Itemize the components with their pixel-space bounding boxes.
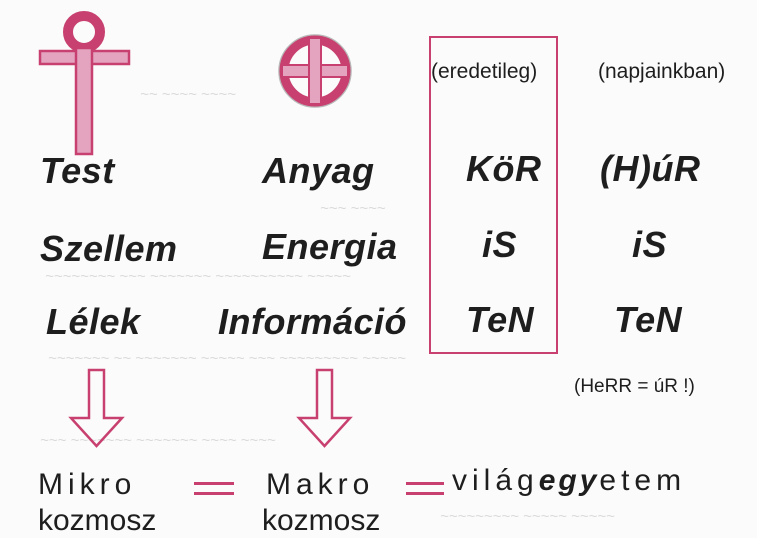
word-kor: KöR	[466, 148, 542, 189]
original-column-box	[429, 36, 558, 354]
bleed-through-text: ~~~ ~~~~	[320, 200, 386, 217]
mikro-word: Mikro	[38, 468, 137, 501]
word-energia: Energia	[262, 226, 398, 267]
word-is-nowadays: iS	[632, 224, 668, 265]
word-test: Test	[40, 150, 115, 191]
makro-word: Makro	[266, 468, 375, 501]
herr-note: (HeRR = úR !)	[574, 376, 695, 397]
etem-part: etem	[599, 464, 687, 497]
ankh-icon	[38, 11, 131, 156]
mikro-kozmosz: kozmosz	[38, 504, 157, 537]
bleed-through-text: ~~~~~~~~~ ~~~~~ ~~~~~	[440, 508, 615, 525]
word-is-original: iS	[482, 224, 518, 265]
egy-part: egy	[538, 464, 600, 497]
vilagegyetem-word: világegyetem	[452, 464, 686, 498]
word-lelek: Lélek	[46, 301, 141, 342]
arrow-down-icon	[296, 368, 353, 448]
equals-sign	[406, 482, 444, 495]
vilag-part: világ	[452, 464, 539, 497]
header-nowadays: (napjainkban)	[598, 60, 726, 83]
bleed-through-text: ~~~~~~~ ~~ ~~~~~~~ ~~~~~ ~~~ ~~~~~~~~~ ~…	[48, 350, 406, 367]
word-anyag: Anyag	[262, 150, 375, 191]
word-szellem: Szellem	[40, 228, 178, 269]
arrow-down-icon	[68, 368, 125, 448]
word-informacio: Információ	[218, 301, 408, 342]
header-original: (eredetileg)	[431, 60, 538, 83]
word-ten-nowadays: TeN	[614, 299, 683, 340]
equals-sign	[194, 482, 234, 495]
makro-kozmosz: kozmosz	[262, 504, 381, 537]
sun-cross-icon	[278, 34, 352, 108]
word-hur: (H)úR	[600, 148, 701, 189]
bleed-through-text: ~~~~~~~~ ~~~ ~~~~~~~ ~~~~~~~~~~ ~~~~~	[45, 268, 351, 285]
word-ten-original: TeN	[466, 299, 535, 340]
bleed-through-text: ~~ ~~~~ ~~~~	[140, 86, 236, 103]
